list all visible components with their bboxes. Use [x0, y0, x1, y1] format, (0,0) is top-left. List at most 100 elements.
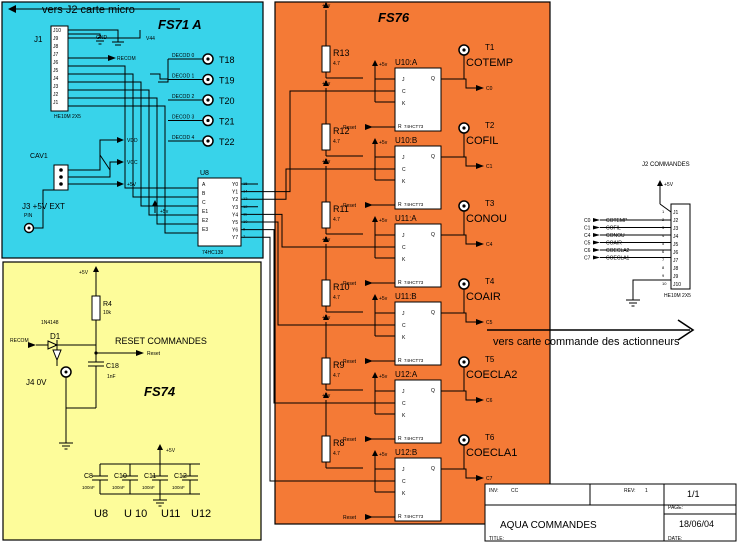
- resistor-label: R11: [333, 204, 349, 214]
- test-point-icon-dot: [206, 118, 210, 123]
- arrow-right-icon: [476, 475, 484, 481]
- inv-label: INV:: [489, 488, 499, 494]
- flipflop-body: [394, 379, 442, 444]
- arrow-right-icon: [476, 397, 484, 403]
- pin-c: C: [402, 323, 406, 329]
- flipflop-body: [394, 301, 442, 366]
- fs71a-title: FS71 A: [158, 17, 202, 32]
- arrow-up-icon: [372, 372, 378, 378]
- arrow-right-icon: [365, 358, 373, 364]
- reset-label: Reset: [343, 203, 357, 209]
- flipflop-body: [394, 457, 442, 522]
- j1-pin-label: J2: [53, 92, 59, 98]
- pin-r: R: [398, 358, 402, 364]
- pin-q: Q: [431, 310, 435, 316]
- j2-pin-label: J1: [673, 210, 679, 216]
- recom-label-j1: RECOM: [117, 56, 136, 62]
- gnd-net: GND V44 RECOM: [68, 29, 155, 62]
- pin-r: R: [398, 280, 402, 286]
- pin-j: J: [402, 311, 405, 317]
- sheet-number: 1/1: [687, 489, 700, 499]
- test-point-icon-dot: [462, 126, 466, 130]
- resistor-label: R12: [333, 126, 350, 136]
- j2-pin-label: J8: [673, 266, 679, 272]
- test-point-label: T18: [219, 55, 235, 65]
- pin-k: K: [402, 335, 406, 341]
- bus-wire: [68, 65, 198, 189]
- flipflop-U10:A: +5vR134.7U10:A74HCT73JCKRQ+5vResetC0T1CO…: [321, 2, 513, 132]
- resistor-label: R8: [333, 438, 345, 448]
- q-wire: [441, 78, 476, 89]
- j1-pin-label: J1: [53, 100, 59, 106]
- flipflop-U11:A: +5vR114.7U11:A74HCT73JCKRQ+5vResetC4T3CO…: [321, 158, 507, 288]
- pin-q: Q: [431, 388, 435, 394]
- reset-net-fs74: Reset: [147, 351, 161, 357]
- resistor-value: 4.7: [333, 61, 340, 67]
- u8-label: U8: [200, 170, 209, 177]
- resistor-value: 4.7: [333, 295, 340, 301]
- resistor-label: R13: [333, 48, 350, 58]
- decod-label: DECOD 0: [172, 53, 194, 59]
- output-net-label: C1: [486, 164, 493, 170]
- tp-label: T4: [485, 277, 495, 286]
- arrow-right-icon: [593, 225, 600, 230]
- reset-label: Reset: [343, 125, 357, 131]
- arrow-right-icon: [593, 248, 600, 252]
- output-label: COFIL: [466, 135, 498, 147]
- resistor-value: 4.7: [333, 217, 340, 223]
- pin-q: Q: [431, 466, 435, 472]
- r4-label: R4: [103, 301, 112, 308]
- output-net-label: C5: [486, 320, 493, 326]
- test-point-icon-dot: [206, 77, 210, 82]
- j1-part: HE10M 2X5: [54, 114, 81, 120]
- arrow-label-micro: vers J2 carte micro: [42, 4, 135, 16]
- flipflop-part: 74HCT73: [404, 124, 424, 129]
- test-point-label: T21: [219, 117, 235, 127]
- c18-label: C18: [106, 363, 119, 370]
- arrow-right-icon: [476, 241, 484, 247]
- p5v-jk: +5v: [379, 218, 388, 224]
- p5v-caps: +5V: [166, 448, 176, 454]
- cap-value: 100nF: [112, 485, 125, 490]
- decod-label: DECOD 2: [172, 94, 194, 100]
- j1-pin-label: J9: [53, 36, 59, 42]
- j2-pin-number: 9: [662, 273, 665, 278]
- arrow-up-icon: [323, 392, 329, 398]
- flipflop-part: 74HCT73: [404, 436, 424, 441]
- ic-label: U12: [191, 508, 211, 520]
- u8-output-label: Y7: [232, 235, 238, 241]
- flipflop-name: U10:B: [395, 136, 417, 145]
- p5v-label: +5v: [322, 237, 331, 243]
- flipflop-name: U11:A: [395, 214, 417, 223]
- bus-wire: [68, 97, 198, 225]
- flipflop-part: 74HCT73: [404, 514, 424, 519]
- arrow-up-icon: [323, 314, 329, 320]
- q-wire: [441, 468, 476, 479]
- flipflop-name: U11:B: [395, 292, 417, 301]
- arrow-up-icon: [372, 450, 378, 456]
- j2-net: C7: [584, 256, 591, 262]
- arrow-up-icon: [323, 158, 329, 164]
- j1-pin-label: J5: [53, 68, 59, 74]
- p5v-label: +5v: [322, 3, 331, 9]
- p5v-label: +5v: [322, 393, 331, 399]
- test-point-icon-dot: [206, 98, 210, 102]
- annotation-label: vers carte commande des actionneurs: [493, 336, 680, 348]
- u8-input-label: E2: [202, 218, 208, 224]
- d1-label: D1: [50, 332, 61, 341]
- reset-label: Reset: [343, 281, 357, 287]
- output-label: COAIR: [466, 291, 501, 303]
- u8-input-label: E3: [202, 227, 208, 233]
- flipflop-body: [394, 223, 442, 288]
- resistor-value: 4.7: [333, 373, 340, 379]
- pin-j: J: [402, 389, 405, 395]
- flipflop-part: 74HCT73: [404, 280, 424, 285]
- vdd-label: VDD: [127, 138, 138, 144]
- j2-signal: COAIR: [606, 241, 622, 247]
- j2-title: J2 COMMANDES: [642, 162, 690, 168]
- test-point-label: T20: [219, 96, 235, 106]
- j2-pin-number: 1: [662, 209, 665, 214]
- u8-output-label: Y6: [232, 228, 238, 234]
